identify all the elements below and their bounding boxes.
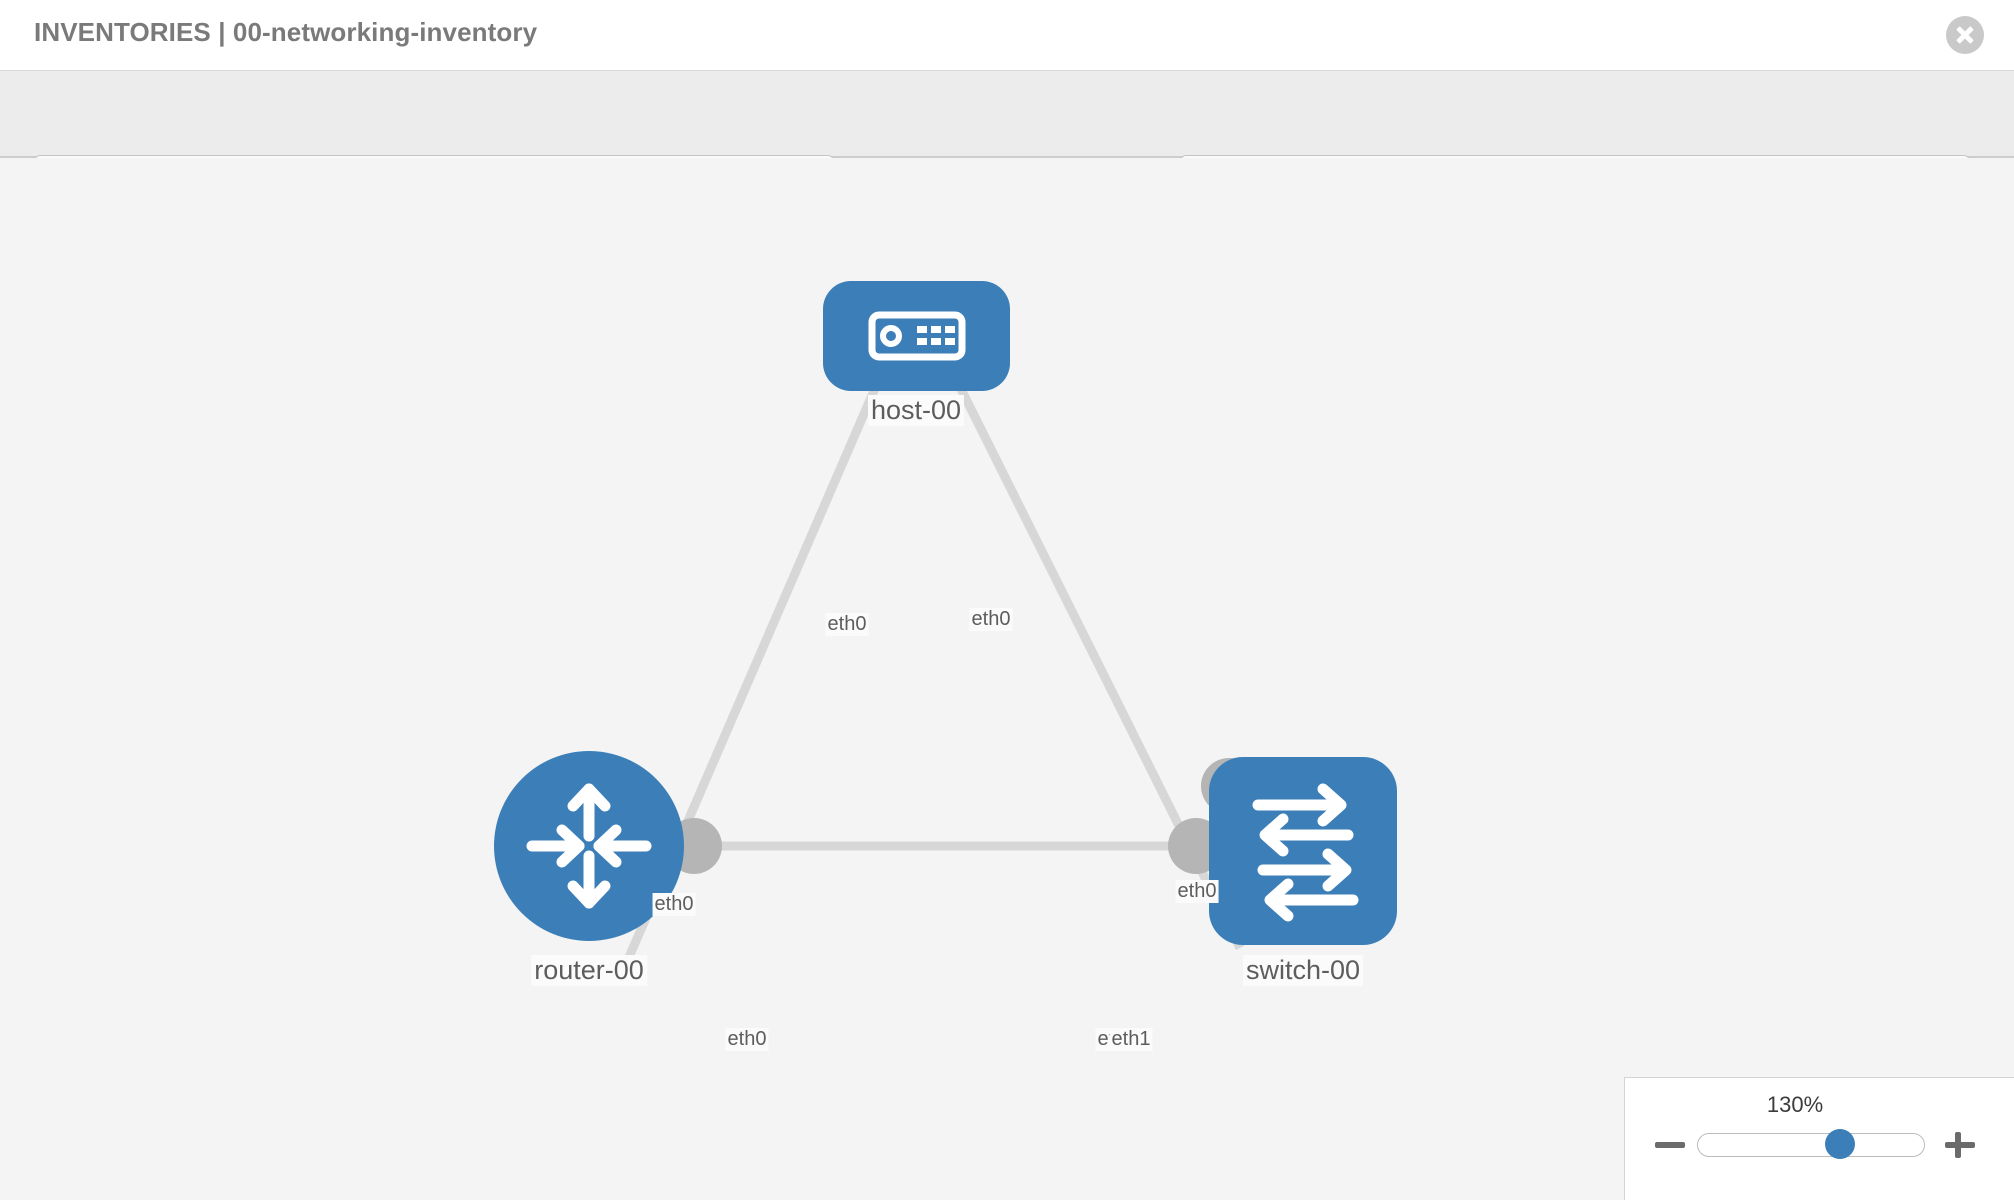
zoom-in-button[interactable] bbox=[1943, 1128, 1977, 1162]
page-title: INVENTORIES | 00-networking-inventory bbox=[34, 17, 538, 47]
node-host-00[interactable] bbox=[823, 281, 1010, 391]
zoom-level-label: 130% bbox=[1766, 1092, 1824, 1117]
page-header: INVENTORIES | 00-networking-inventory bbox=[0, 0, 2014, 70]
iface-label-host-eth0-left: eth0 bbox=[825, 613, 869, 636]
close-icon[interactable] bbox=[1946, 16, 1984, 54]
iface-label-router-uplink-eth0: eth0 bbox=[652, 893, 696, 916]
router-arrows-icon bbox=[526, 783, 652, 909]
switch-arrows-icon bbox=[1252, 783, 1359, 922]
server-icon bbox=[868, 311, 966, 361]
zoom-slider[interactable] bbox=[1697, 1129, 1925, 1159]
toolbar: ACTIONS SEARCH bbox=[0, 70, 2014, 213]
iface-label-switch-eth1: eth1 bbox=[1109, 1028, 1153, 1051]
node-label-host-00: host-00 bbox=[867, 395, 965, 426]
topology-canvas[interactable]: host-00 router-00 switch-00 eth0 eth0 et… bbox=[0, 158, 2014, 1200]
node-label-switch-00: switch-00 bbox=[1242, 955, 1364, 986]
zoom-slider-handle[interactable] bbox=[1825, 1129, 1856, 1159]
node-router-00[interactable] bbox=[494, 751, 684, 941]
node-label-router-00: router-00 bbox=[531, 955, 647, 986]
iface-label-router-eth0: eth0 bbox=[725, 1028, 769, 1051]
zoom-out-button[interactable] bbox=[1653, 1128, 1687, 1162]
iface-label-switch-uplink-eth0: eth0 bbox=[1175, 880, 1219, 903]
topology-graph bbox=[494, 281, 1397, 980]
node-switch-00[interactable] bbox=[1209, 757, 1397, 945]
iface-label-host-eth0-right: eth0 bbox=[969, 608, 1013, 631]
zoom-panel: 130% bbox=[1624, 1077, 2014, 1200]
